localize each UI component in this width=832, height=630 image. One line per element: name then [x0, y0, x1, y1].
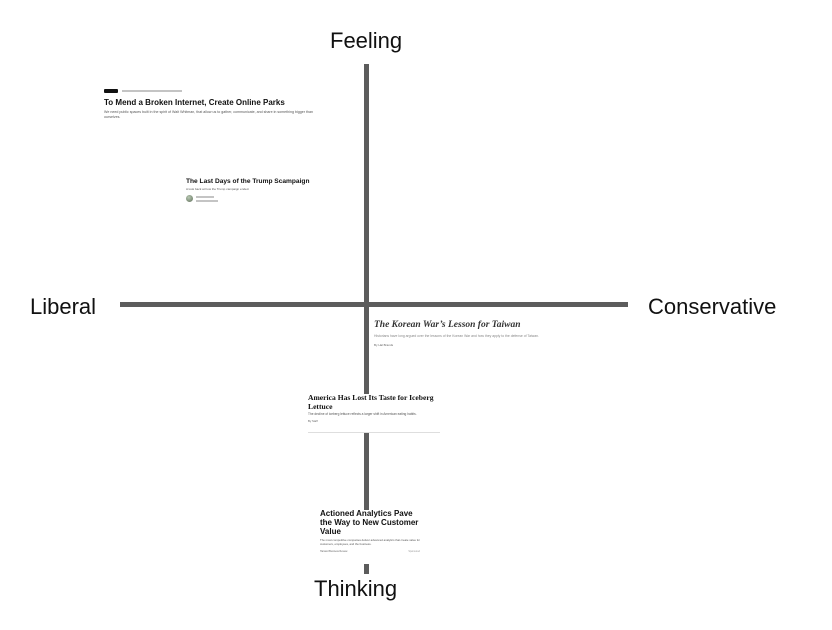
article-card-online-parks[interactable]: To Mend a Broken Internet, Create Online…	[104, 88, 326, 124]
article-source: Harvard Business Review	[320, 550, 348, 554]
section-tag-badge	[104, 89, 118, 93]
article-deck: The decline of iceberg lettuce reflects …	[308, 412, 417, 417]
axis-label-liberal: Liberal	[30, 294, 97, 319]
article-headline[interactable]: Actioned Analytics Pave the Way to New C…	[320, 510, 419, 536]
article-byline-row: Harvard Business Review Sponsored	[320, 550, 420, 554]
vertical-axis-line	[364, 64, 369, 574]
article-tag-row	[104, 88, 326, 94]
article-deck: We need public spaces built in the spiri…	[104, 110, 313, 119]
article-headline[interactable]: To Mend a Broken Internet, Create Online…	[104, 98, 285, 107]
horizontal-axis-line	[120, 302, 628, 307]
article-headline[interactable]: America Has Lost Its Taste for Iceberg L…	[308, 394, 434, 411]
article-card-actioned-analytics[interactable]: Actioned Analytics Pave the Way to New C…	[320, 510, 420, 564]
article-deck: The most competitive companies deliver a…	[320, 538, 420, 546]
article-card-iceberg-lettuce[interactable]: America Has Lost Its Taste for Iceberg L…	[308, 394, 440, 433]
article-byline: By Staff	[308, 419, 318, 424]
article-card-trump[interactable]: The Last Days of the Trump Scampaign A l…	[186, 178, 314, 206]
article-author-row	[186, 194, 314, 203]
article-sponsored-label: Sponsored	[408, 550, 420, 554]
axis-label-conservative: Conservative	[648, 294, 777, 319]
author-meta-placeholder	[196, 194, 218, 203]
axis-label-feeling: Feeling	[330, 28, 403, 53]
author-avatar	[186, 194, 193, 202]
article-deck: A look back at how the Trump campaign en…	[186, 186, 250, 191]
axis-label-thinking: Thinking	[314, 576, 398, 601]
article-headline[interactable]: The Korean War’s Lesson for Taiwan	[374, 320, 521, 330]
article-card-korean-war[interactable]: The Korean War’s Lesson for Taiwan Histo…	[374, 320, 574, 358]
article-headline[interactable]: The Last Days of the Trump Scampaign	[186, 178, 310, 185]
article-byline: By Hal Brands	[374, 343, 394, 347]
article-deck: Historians have long argued over the les…	[374, 333, 539, 338]
article-meta-placeholder	[122, 90, 182, 92]
